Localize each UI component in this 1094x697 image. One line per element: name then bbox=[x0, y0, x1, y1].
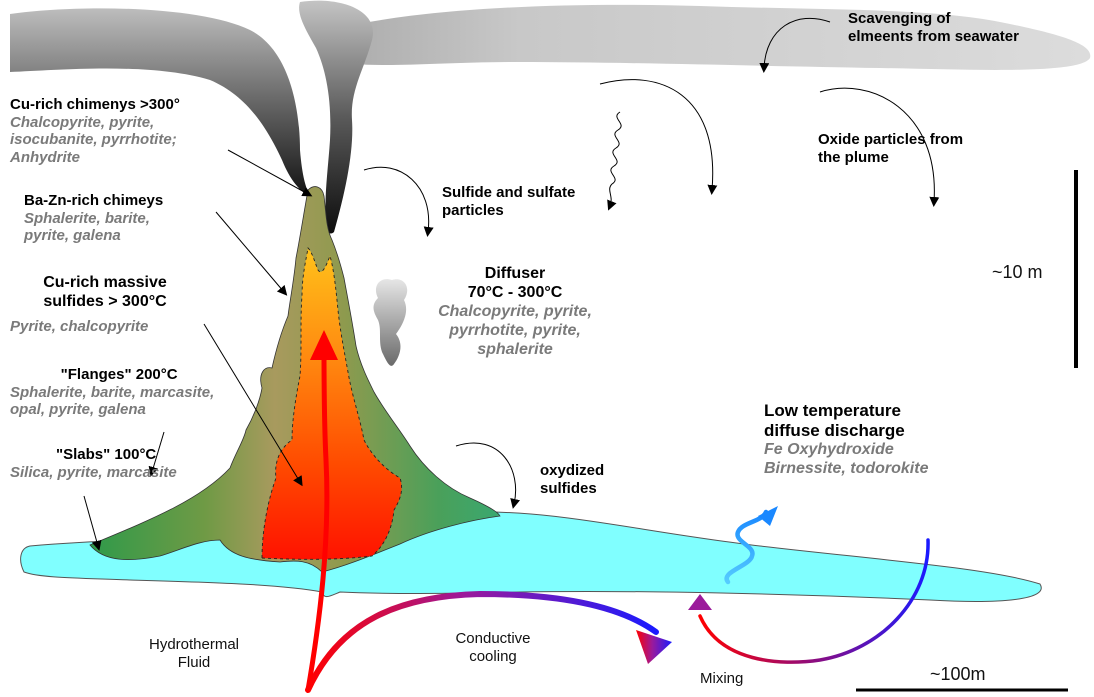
oxidized-sulfides-label: oxydized sulfides bbox=[540, 462, 604, 497]
oxidized-sulfides-arrow bbox=[456, 443, 516, 504]
diffuser-group: Diffuser 70°C - 300°C Chalcopyrite, pyri… bbox=[412, 265, 618, 359]
vertical-scale-label: ~10 m bbox=[992, 262, 1043, 283]
particle-wave bbox=[610, 112, 621, 206]
cu-chimneys-title: Cu-rich chimenys >300° bbox=[10, 96, 180, 114]
oxide-arrow-left bbox=[600, 80, 713, 190]
oxide-particles-label: Oxide particles from the plume bbox=[818, 131, 963, 166]
hydrothermal-fluid-label: Hydrothermal Fluid bbox=[124, 636, 264, 671]
leader-slabs bbox=[84, 496, 98, 546]
diffuser-smoke bbox=[374, 279, 408, 366]
leader-ba-zn bbox=[216, 212, 284, 292]
ba-zn-chimneys-group: Ba-Zn-rich chimeys Sphalerite, barite, p… bbox=[24, 192, 163, 245]
diffuse-discharge-arrowhead bbox=[758, 506, 778, 526]
cu-chimneys-group: Cu-rich chimenys >300° Chalcopyrite, pyr… bbox=[10, 96, 180, 167]
conductive-cooling-arrowhead bbox=[636, 630, 672, 664]
cu-massive-minerals: Pyrite, chalcopyrite bbox=[10, 318, 148, 336]
slabs-group: "Slabs" 100°C Silica, pyrite, marcasite bbox=[10, 446, 177, 481]
horizontal-scale-label: ~100m bbox=[930, 664, 986, 685]
mixing-label: Mixing bbox=[700, 670, 743, 688]
sulfide-particles-label: Sulfide and sulfate particles bbox=[442, 184, 575, 219]
conductive-cooling-label: Conductive cooling bbox=[438, 630, 548, 665]
low-temperature-group: Low temperature diffuse discharge Fe Oxy… bbox=[764, 401, 928, 479]
mixing-arrowhead bbox=[688, 594, 712, 610]
scavenging-label: Scavenging of elmeents from seawater bbox=[848, 10, 1019, 45]
sulfide-particles-arrow bbox=[364, 167, 429, 232]
ba-zn-title: Ba-Zn-rich chimeys bbox=[24, 192, 163, 210]
cu-massive-group: Cu-rich massive sulfides > 300°C bbox=[10, 274, 200, 312]
flanges-group: "Flanges" 200°C Sphalerite, barite, marc… bbox=[10, 366, 214, 419]
